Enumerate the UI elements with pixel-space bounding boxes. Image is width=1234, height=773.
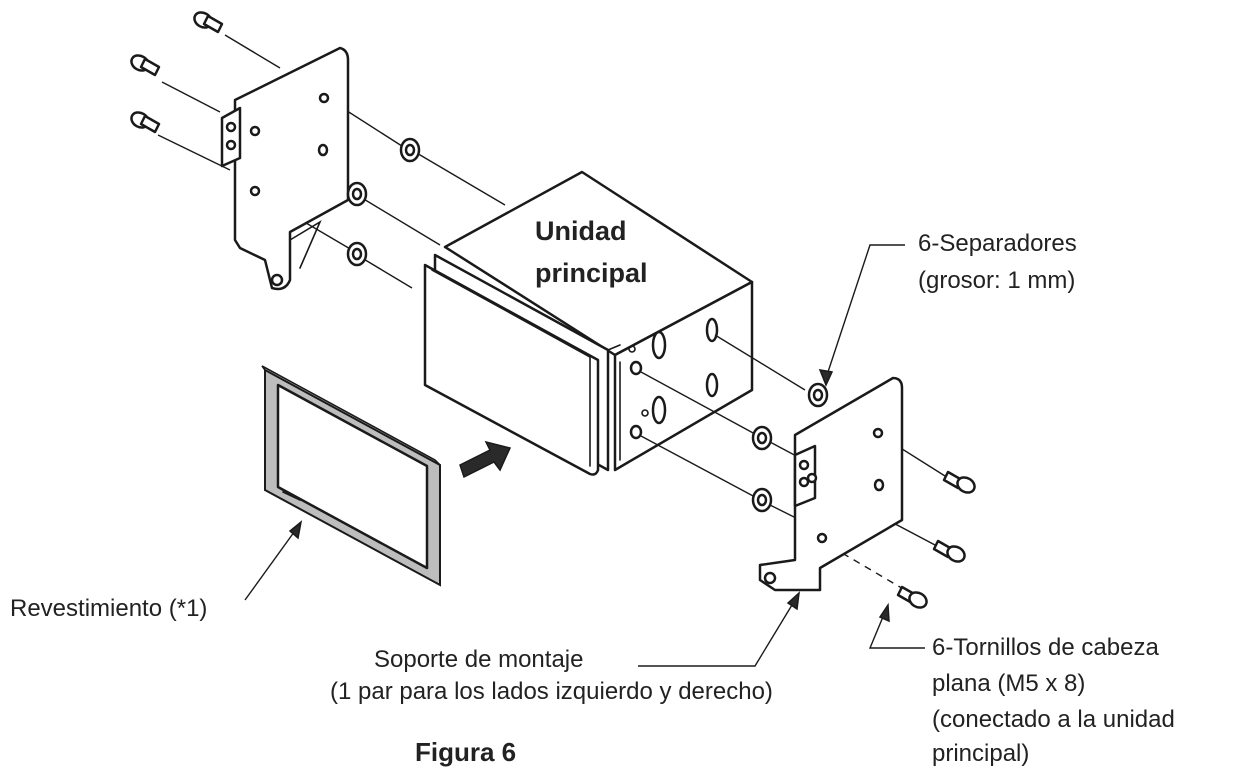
right-screw-bottom — [896, 585, 928, 609]
trim-ring — [261, 365, 441, 587]
main-unit — [423, 170, 754, 476]
right-spacers — [751, 382, 829, 513]
screws-label-line4: principal) — [932, 740, 1030, 767]
spacers-label-line2: (grosor: 1 mm) — [918, 267, 1076, 294]
right-mounting-bracket — [758, 376, 904, 592]
main-unit-label-line1: Unidad — [535, 216, 627, 246]
left-screw-top — [193, 11, 224, 34]
main-unit-label-line2: principal — [535, 258, 648, 288]
left-screw-middle — [130, 54, 161, 77]
screws-label-line1: 6-Tornillos de cabeza — [932, 634, 1159, 661]
label-leaders — [244, 244, 925, 667]
figure-caption: Figura 6 — [415, 737, 517, 767]
screws-label-line3: (conectado a la unidad — [932, 706, 1175, 733]
right-screw-top — [942, 470, 976, 494]
left-mounting-bracket — [220, 46, 350, 291]
insert-arrow-icon — [459, 440, 512, 479]
trim-label: Revestimiento (*1) — [10, 595, 208, 622]
screws-label-line2: plana (M5 x 8) — [932, 670, 1086, 697]
left-screw-bottom — [130, 111, 161, 134]
bracket-label-line1: Soporte de montaje — [374, 646, 584, 673]
bracket-label-line2: (1 par para los lados izquierdo y derech… — [330, 678, 773, 705]
left-spacers — [346, 137, 421, 267]
spacers-label-line1: 6-Separadores — [918, 230, 1077, 257]
right-screw-middle — [932, 539, 966, 563]
